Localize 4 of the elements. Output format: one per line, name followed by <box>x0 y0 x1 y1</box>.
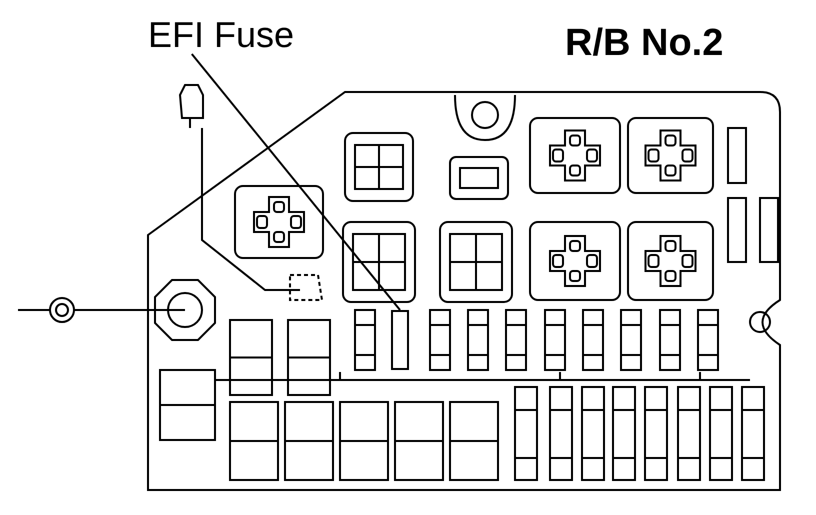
callout-label: EFI Fuse <box>148 14 294 56</box>
fuse <box>391 310 409 370</box>
leader-line <box>191 53 401 311</box>
title: R/B No.2 <box>565 22 724 65</box>
